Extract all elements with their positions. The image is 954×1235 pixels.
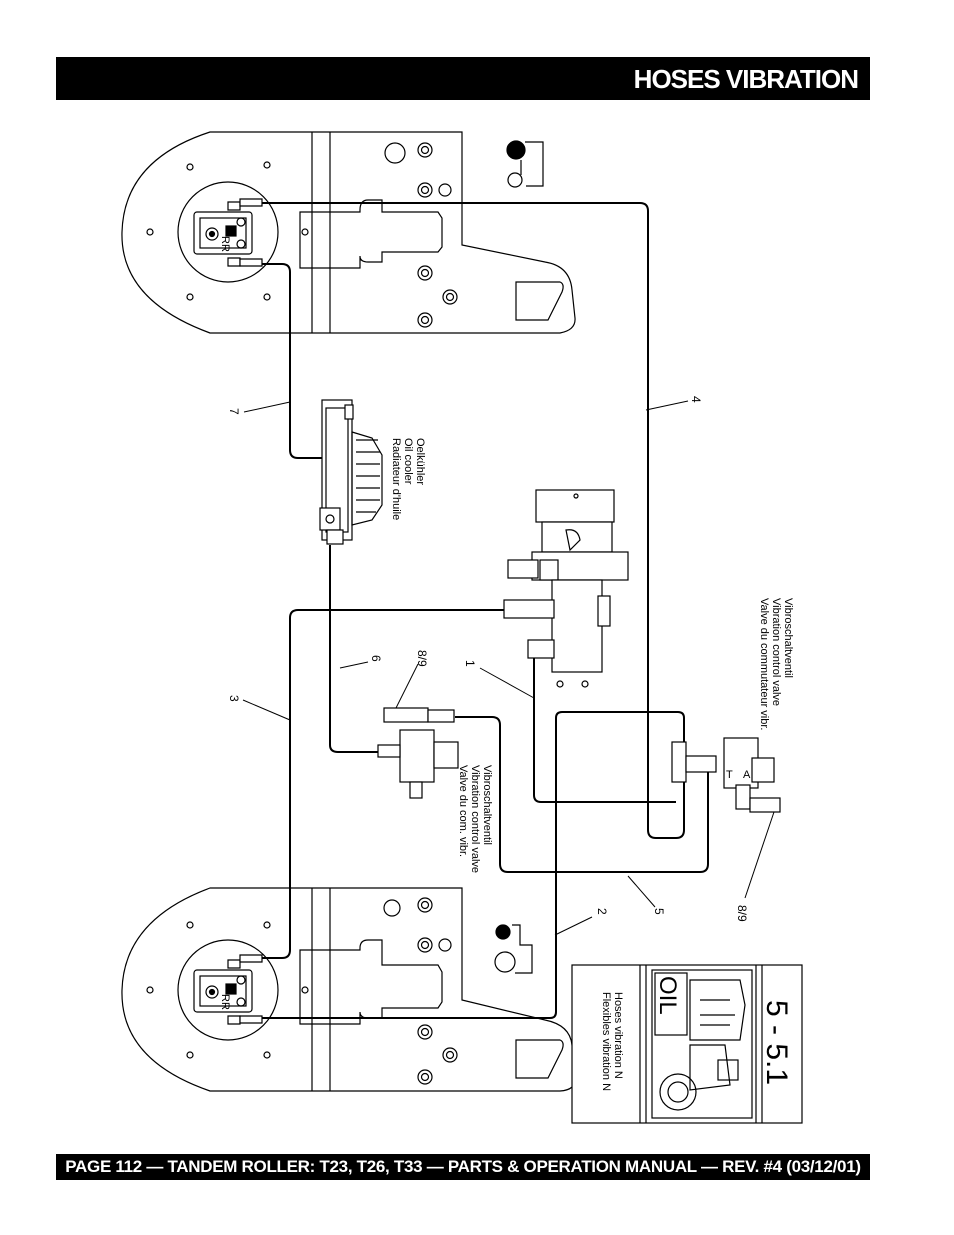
lower-valve-label-en: Vibration control valve (469, 765, 481, 873)
footer-bar: PAGE 112 — TANDEM ROLLER: T23, T26, T33 … (56, 1154, 870, 1180)
lower-drum-frame (121, 887, 576, 1092)
legend-caption-fr: Flexibles vibration N (600, 992, 612, 1091)
hose-6 (329, 545, 378, 753)
upper-vibration-motor (177, 181, 279, 283)
lower-vibration-motor (177, 939, 279, 1041)
upper-valve-label-de: Vibroschaltventil (782, 598, 794, 678)
lower-control-valve (377, 707, 459, 799)
hose-number-1: 1 (463, 660, 477, 667)
valve-port-t: T (726, 769, 733, 781)
lower-brake-symbol (494, 924, 533, 974)
oil-cooler (319, 399, 383, 545)
lower-valve-label-de: Vibroschaltventil (481, 765, 493, 845)
hose-7 (262, 263, 329, 520)
hose-1 (528, 647, 676, 803)
legend-box (571, 964, 803, 1124)
hose-5 (455, 716, 709, 873)
hose-lines (262, 202, 709, 1019)
vibration-pump (503, 489, 629, 688)
hose-number-4: 4 (689, 396, 703, 403)
hose-number-5: 5 (652, 908, 666, 915)
hose-number-8-9-upper: 8/9 (735, 905, 749, 922)
hose-number-7: 7 (227, 408, 241, 415)
hose-number-2: 2 (595, 908, 609, 915)
leader-lines (242, 400, 775, 936)
page-title: HOSES VIBRATION (633, 64, 859, 94)
page-footer: PAGE 112 — TANDEM ROLLER: T23, T26, T33 … (65, 1157, 861, 1176)
hose-number-6: 6 (369, 655, 383, 662)
upper-motor-label: RR (219, 236, 231, 252)
legend-oil-badge: OIL (654, 976, 681, 1015)
hose-number-8-9-lower: 8/9 (415, 650, 429, 667)
upper-control-valve (671, 737, 781, 813)
legend-section-number: 5 - 5.1 (760, 1000, 793, 1085)
hose-number-3: 3 (227, 695, 241, 702)
upper-brake-symbol (506, 140, 544, 188)
oil-cooler-label-en: Oil cooler (402, 438, 414, 485)
lower-valve-label-fr: Valve du com. vibr. (457, 765, 469, 857)
upper-valve-label-fr: Valve du commutateur vibr. (758, 598, 770, 730)
oil-cooler-label-fr: Radiateur d'huile (390, 438, 402, 520)
oil-cooler-label-de: Oelkühler (414, 438, 426, 485)
hose-3 (262, 609, 508, 959)
valve-port-a: A (743, 769, 751, 781)
legend-caption-en: Hoses vibration N (612, 992, 624, 1079)
upper-drum-frame (121, 131, 576, 334)
header-bar: HOSES VIBRATION (56, 57, 870, 100)
upper-valve-label-en: Vibration control valve (770, 598, 782, 706)
lower-motor-label: RR (219, 994, 231, 1010)
